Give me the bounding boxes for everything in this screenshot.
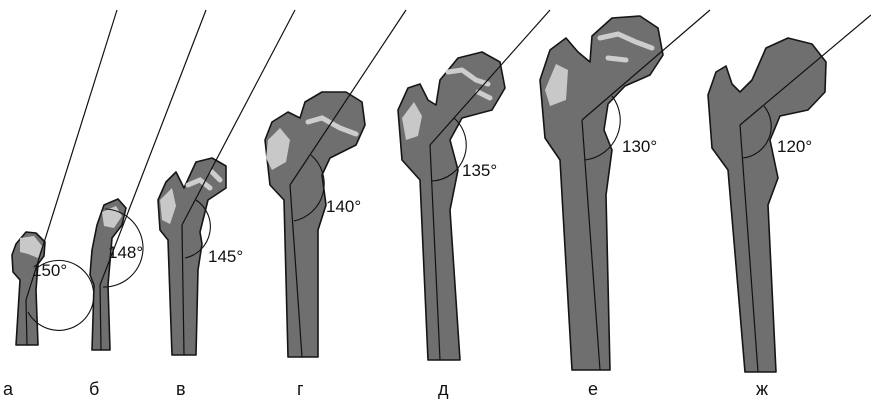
femur-d-letter: д <box>438 379 449 399</box>
femur-b-angle-label: 148° <box>108 243 143 262</box>
femur-zh-letter: ж <box>756 379 768 399</box>
femur-v-letter: в <box>176 379 186 399</box>
femur-zh-angle-label: 120° <box>777 137 812 156</box>
femur-a-angle-label: 150° <box>32 261 67 280</box>
femur-g: 140° г <box>265 10 406 399</box>
femur-zh-shape <box>708 38 826 372</box>
femur-d: 135° д <box>398 10 550 399</box>
femur-d-angle-label: 135° <box>462 161 497 180</box>
femur-v: 145° в <box>158 10 295 399</box>
femur-e: 130° е <box>540 10 710 399</box>
femur-a-letter: а <box>3 379 14 399</box>
femur-v-angle-label: 145° <box>208 247 243 266</box>
femur-g-neck-axis <box>290 10 406 185</box>
femur-g-letter: г <box>297 379 304 399</box>
femur-g-angle-label: 140° <box>326 197 361 216</box>
femur-e-angle-label: 130° <box>622 137 657 156</box>
femur-zh: 120° ж <box>708 15 871 399</box>
femur-e-letter: е <box>588 379 598 399</box>
femur-b-letter: б <box>89 379 99 399</box>
